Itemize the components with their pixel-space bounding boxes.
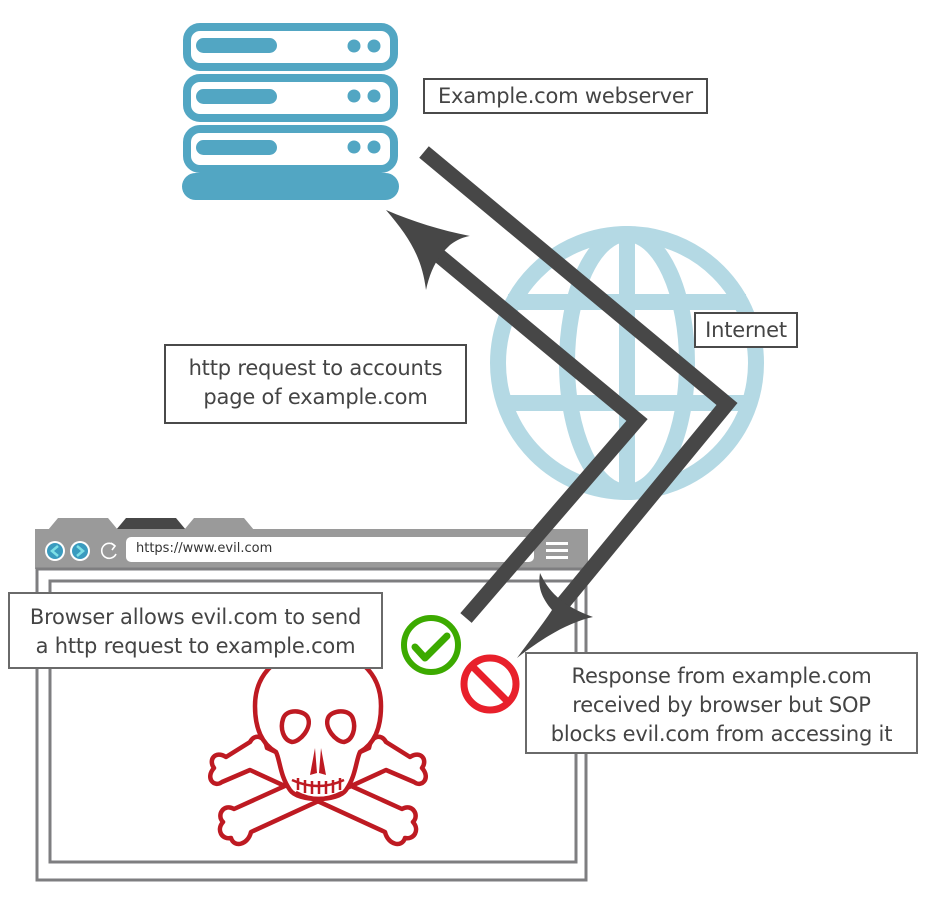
no-entry-icon bbox=[460, 654, 520, 714]
response-arrowhead bbox=[517, 573, 593, 658]
skull-eye bbox=[279, 709, 312, 745]
request-arrowhead bbox=[386, 210, 470, 290]
url-text[interactable]: https://www.evil.com bbox=[136, 541, 273, 556]
allowed-label: Browser allows evil.com to send a http r… bbox=[8, 592, 383, 669]
webserver-label: Example.com webserver bbox=[423, 78, 708, 114]
request-arrow bbox=[386, 210, 648, 623]
globe-icon bbox=[490, 226, 764, 500]
check-circle-icon bbox=[401, 615, 461, 675]
menu-icon[interactable] bbox=[546, 542, 568, 559]
server-unit bbox=[183, 125, 398, 173]
browser-tab-active bbox=[116, 518, 186, 530]
skull-eye bbox=[324, 709, 357, 745]
reload-icon[interactable] bbox=[100, 542, 117, 560]
server-base bbox=[182, 173, 399, 200]
webserver-label-text: Example.com webserver bbox=[437, 84, 693, 108]
browser-tab bbox=[48, 518, 118, 530]
internet-label-text: Internet bbox=[705, 318, 787, 342]
request-label-line: http request to accounts bbox=[188, 356, 443, 380]
blocked-label: Response from example.com received by br… bbox=[525, 652, 918, 754]
browser-tab bbox=[184, 518, 254, 530]
forward-icon[interactable] bbox=[70, 541, 90, 561]
server-unit bbox=[183, 74, 398, 122]
server-rack-icon bbox=[182, 23, 399, 200]
skull-nose bbox=[310, 748, 326, 775]
response-arrow bbox=[419, 146, 738, 658]
allowed-label-line: Browser allows evil.com to send bbox=[29, 605, 362, 629]
back-icon[interactable] bbox=[45, 541, 65, 561]
allowed-label-line: a http request to example.com bbox=[35, 634, 356, 658]
blocked-label-line: blocks evil.com from accessing it bbox=[550, 722, 893, 746]
request-label-line: page of example.com bbox=[203, 385, 428, 409]
internet-label: Internet bbox=[694, 312, 798, 348]
server-unit bbox=[183, 23, 398, 71]
request-label: http request to accounts page of example… bbox=[164, 344, 467, 424]
url-bar[interactable] bbox=[126, 537, 534, 562]
blocked-label-line: Response from example.com bbox=[571, 664, 872, 688]
blocked-label-line: received by browser but SOP bbox=[572, 693, 871, 717]
skull-teeth bbox=[291, 778, 345, 800]
